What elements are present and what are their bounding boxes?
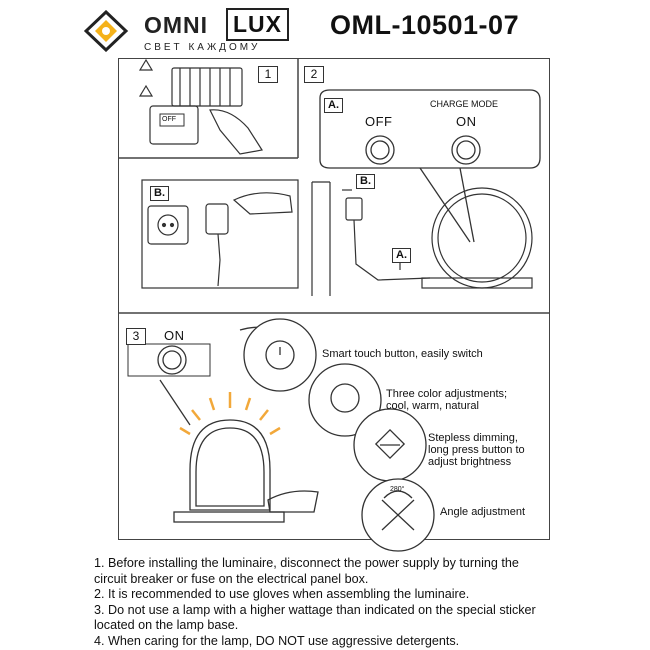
- breaker-panel-illustration: [138, 58, 263, 155]
- brand-highlight: LUX: [226, 8, 289, 41]
- step-2-letter-b: B.: [150, 186, 169, 201]
- brand-logo: OMNI LUX СВЕТ КАЖДОМУ: [84, 6, 304, 56]
- step-2-letter-a-cable: A.: [392, 248, 411, 263]
- on-label: ON: [456, 114, 477, 129]
- off-label: OFF: [365, 114, 393, 129]
- feature-callouts: [243, 318, 435, 552]
- angle-value: 280°: [390, 486, 405, 493]
- instruction-diagram: [118, 58, 550, 540]
- socket-illustration: [141, 179, 299, 289]
- charge-mode-label: CHARGE MODE: [430, 99, 499, 109]
- step-3-on-label: ON: [164, 328, 185, 343]
- instruction-4: 4. When caring for the lamp, DO NOT use …: [94, 633, 460, 648]
- feature-touch-button: Smart touch button, easily switch: [322, 348, 483, 360]
- brand-tagline: СВЕТ КАЖДОМУ: [144, 42, 261, 53]
- instruction-3: 3. Do not use a lamp with a higher watta…: [94, 602, 536, 633]
- brand-name: OMNI: [144, 12, 209, 38]
- step-1-number: 1: [258, 66, 278, 83]
- charge-mode-callout: [319, 89, 541, 243]
- instruction-1: 1. Before installing the luminaire, disc…: [94, 556, 519, 586]
- logo-mark-icon: [84, 10, 129, 52]
- glow-rays: [179, 392, 281, 436]
- breaker-off-label: OFF: [162, 116, 176, 123]
- feature-angle: Angle adjustment: [440, 506, 525, 518]
- wall-lamp-illustration: [311, 181, 533, 296]
- step-2-number: 2: [304, 66, 324, 83]
- model-number: OML-10501-07: [330, 10, 520, 40]
- step-2-letter-a: A.: [324, 98, 343, 113]
- instruction-2: 2. It is recommended to use gloves when …: [94, 587, 470, 601]
- step-3-number: 3: [126, 328, 146, 345]
- feature-color-adjust: Three color adjustments; cool, warm, nat…: [386, 388, 508, 412]
- feature-dimming: Stepless dimming, long press button to a…: [428, 432, 525, 468]
- step-2-letter-b-wall: B.: [356, 174, 375, 189]
- installation-instructions: 1. Before installing the luminaire, disc…: [94, 556, 554, 649]
